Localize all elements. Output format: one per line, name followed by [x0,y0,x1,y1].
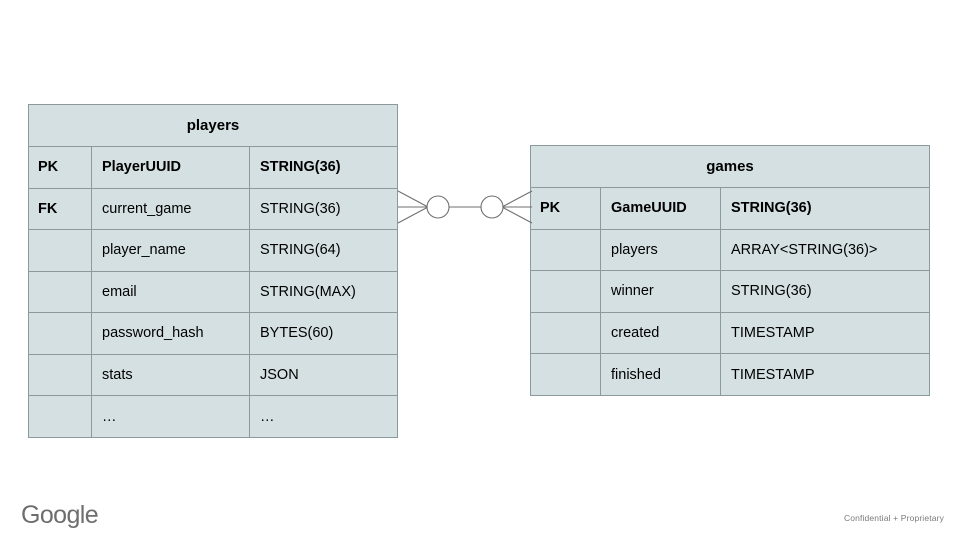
row-column-name: … [92,396,250,438]
row-column-name: winner [601,271,721,312]
row-key-badge: FK [29,188,92,229]
row-column-name: stats [92,354,250,395]
row-key-badge [29,271,92,312]
row-column-type: STRING(MAX) [260,283,356,300]
row-column-type: STRING(36) [731,200,812,217]
row-column-name: player_name [92,230,250,271]
row-column-name: created [601,312,721,353]
row-column-type: STRING(64) [260,242,341,259]
table-row-ellipsis[interactable]: … … [29,396,397,438]
row-column-name: players [601,229,721,270]
row-column-type: STRING(36) [731,283,812,300]
row-key-badge [531,354,601,396]
table-row[interactable]: PK GameUUID STRING(36) [531,188,929,230]
cardinality-circle-right [480,195,504,219]
google-logo: Google [21,501,99,529]
row-column-name: password_hash [92,313,250,354]
row-column-name: current_game [92,188,250,229]
row-key-badge [29,396,92,438]
table-row[interactable]: FK current_game STRING(36) [29,188,397,230]
row-column-type: … [260,408,275,425]
row-column-type: TIMESTAMP [731,324,815,341]
entity-table-players[interactable]: players PK PlayerUUID STRING(36) FK curr… [28,104,398,438]
table-row[interactable]: stats JSON [29,354,397,396]
entity-title-players: players [29,105,397,147]
crowsfoot-right-upper [501,190,533,208]
crowsfoot-left-lower [397,206,429,224]
table-row[interactable]: winner STRING(36) [531,271,929,313]
row-column-name: GameUUID [601,188,721,229]
row-key-badge [531,312,601,353]
cardinality-circle-left [426,195,450,219]
relationship-connector[interactable] [390,181,540,233]
row-column-type: STRING(36) [260,159,341,176]
row-key-badge [29,354,92,395]
row-column-type: BYTES(60) [260,325,334,342]
row-key-badge [531,229,601,270]
row-key-badge [29,230,92,271]
crowsfoot-right-lower [501,206,533,224]
row-key-badge [29,313,92,354]
row-column-type: ARRAY<STRING(36)> [731,241,878,258]
entity-title-games: games [531,146,929,188]
crowsfoot-left-upper [397,190,429,208]
row-column-type: TIMESTAMP [731,366,815,383]
table-row[interactable]: email STRING(MAX) [29,271,397,313]
row-key-badge: PK [531,188,601,229]
table-row[interactable]: created TIMESTAMP [531,312,929,354]
table-row[interactable]: PK PlayerUUID STRING(36) [29,147,397,189]
table-row[interactable]: player_name STRING(64) [29,230,397,272]
table-row[interactable]: players ARRAY<STRING(36)> [531,229,929,271]
row-column-type: JSON [260,366,299,383]
relationship-svg [397,190,533,224]
row-column-type: STRING(36) [260,200,341,217]
table-row[interactable]: finished TIMESTAMP [531,354,929,396]
entity-table-games[interactable]: games PK GameUUID STRING(36) players ARR… [530,145,930,396]
row-key-badge: PK [29,147,92,188]
row-key-badge [531,271,601,312]
confidential-notice: Confidential + Proprietary [843,513,944,523]
row-column-name: finished [601,354,721,396]
table-row[interactable]: password_hash BYTES(60) [29,313,397,355]
row-column-name: email [92,271,250,312]
row-column-name: PlayerUUID [92,147,250,188]
